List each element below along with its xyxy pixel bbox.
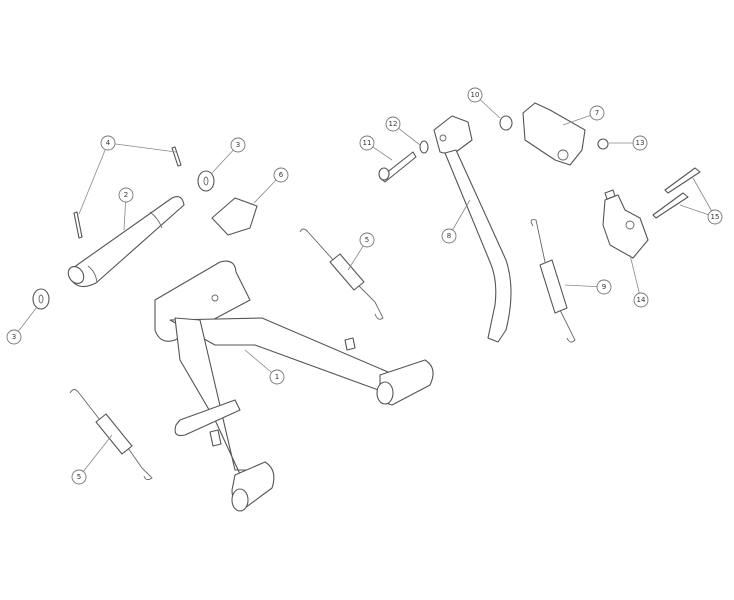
svg-text:2: 2 — [124, 191, 128, 199]
svg-text:14: 14 — [637, 296, 646, 304]
part-side-stand — [433, 115, 512, 343]
svg-text:4: 4 — [106, 139, 111, 147]
callout-11: 11 — [359, 135, 375, 151]
svg-text:12: 12 — [389, 120, 398, 128]
callout-5-bottom: 5 — [71, 469, 87, 485]
callout-6: 6 — [273, 167, 289, 183]
svg-text:1: 1 — [275, 373, 279, 381]
callout-3-left: 3 — [6, 329, 22, 345]
part-bolts — [652, 167, 701, 219]
leader-lines — [13, 94, 716, 478]
callout-12: 12 — [385, 116, 401, 132]
svg-text:5: 5 — [77, 473, 81, 481]
svg-text:15: 15 — [711, 213, 720, 221]
callout-3-top: 3 — [230, 137, 246, 153]
callout-7: 7 — [589, 105, 605, 121]
svg-text:3: 3 — [12, 333, 16, 341]
svg-text:10: 10 — [471, 91, 480, 99]
callout-13: 13 — [632, 135, 648, 151]
callout-9: 9 — [596, 279, 612, 295]
part-springs — [69, 228, 384, 481]
part-switch-bracket — [602, 189, 649, 259]
part-rubber-pad — [211, 197, 258, 236]
svg-text:13: 13 — [636, 139, 645, 147]
svg-text:5: 5 — [365, 236, 369, 244]
callout-2: 2 — [118, 187, 134, 203]
callout-1: 1 — [269, 369, 285, 385]
callout-15: 15 — [707, 209, 723, 225]
part-washers — [32, 170, 215, 310]
callout-10: 10 — [467, 87, 483, 103]
svg-text:6: 6 — [279, 171, 284, 179]
svg-text:9: 9 — [602, 283, 606, 291]
svg-text:8: 8 — [447, 232, 451, 240]
svg-text:11: 11 — [363, 139, 372, 147]
callout-5-top: 5 — [359, 232, 375, 248]
svg-text:3: 3 — [236, 141, 240, 149]
part-pivot-shaft — [67, 196, 185, 288]
svg-text:7: 7 — [595, 109, 599, 117]
callout-14: 14 — [633, 292, 649, 308]
part-hardware — [378, 102, 609, 183]
part-center-stand — [154, 260, 434, 512]
part-spring-9 — [530, 219, 576, 343]
callout-4: 4 — [100, 135, 116, 151]
callout-8: 8 — [441, 228, 457, 244]
